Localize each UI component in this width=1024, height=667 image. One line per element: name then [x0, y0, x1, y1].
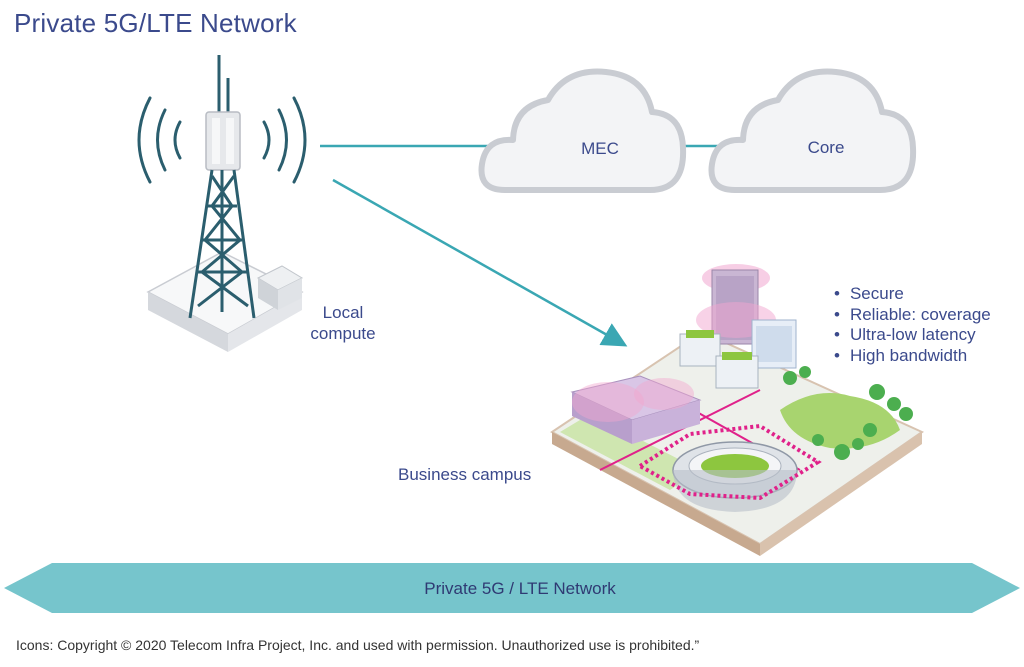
- campus-buildings-icon: [570, 264, 797, 444]
- copyright-notice: Icons: Copyright © 2020 Telecom Infra Pr…: [16, 637, 700, 653]
- benefit-item: Ultra-low latency: [834, 325, 991, 346]
- benefit-item: High bandwidth: [834, 346, 991, 367]
- local-compute-box-icon: [256, 265, 304, 310]
- mec-cloud-label: MEC: [581, 139, 619, 158]
- tower-to-campus-arrow: [332, 178, 628, 347]
- benefit-item: Secure: [834, 284, 991, 305]
- trees-icon: [783, 366, 913, 460]
- local-compute-label-line: Local: [322, 303, 364, 322]
- page-title: Private 5G/LTE Network: [14, 8, 297, 38]
- mec-cloud-icon: MEC: [478, 68, 687, 193]
- local-compute-label-line: compute: [310, 324, 376, 343]
- business-campus-icon: [550, 264, 925, 556]
- benefit-item: Reliable: coverage: [834, 305, 991, 326]
- benefits-list: Secure Reliable: coverage Ultra-low late…: [834, 284, 991, 366]
- local-compute-label: Local compute: [288, 302, 398, 344]
- cell-tower-icon: [137, 55, 307, 352]
- signal-waves-icon: [137, 96, 307, 184]
- network-band: Private 5G / LTE Network: [4, 563, 1020, 613]
- stadium-icon: [672, 441, 798, 512]
- core-cloud-icon: Core: [708, 68, 917, 193]
- network-band-label: Private 5G / LTE Network: [424, 579, 616, 598]
- core-cloud-label: Core: [808, 138, 845, 157]
- business-campus-label: Business campus: [398, 465, 532, 484]
